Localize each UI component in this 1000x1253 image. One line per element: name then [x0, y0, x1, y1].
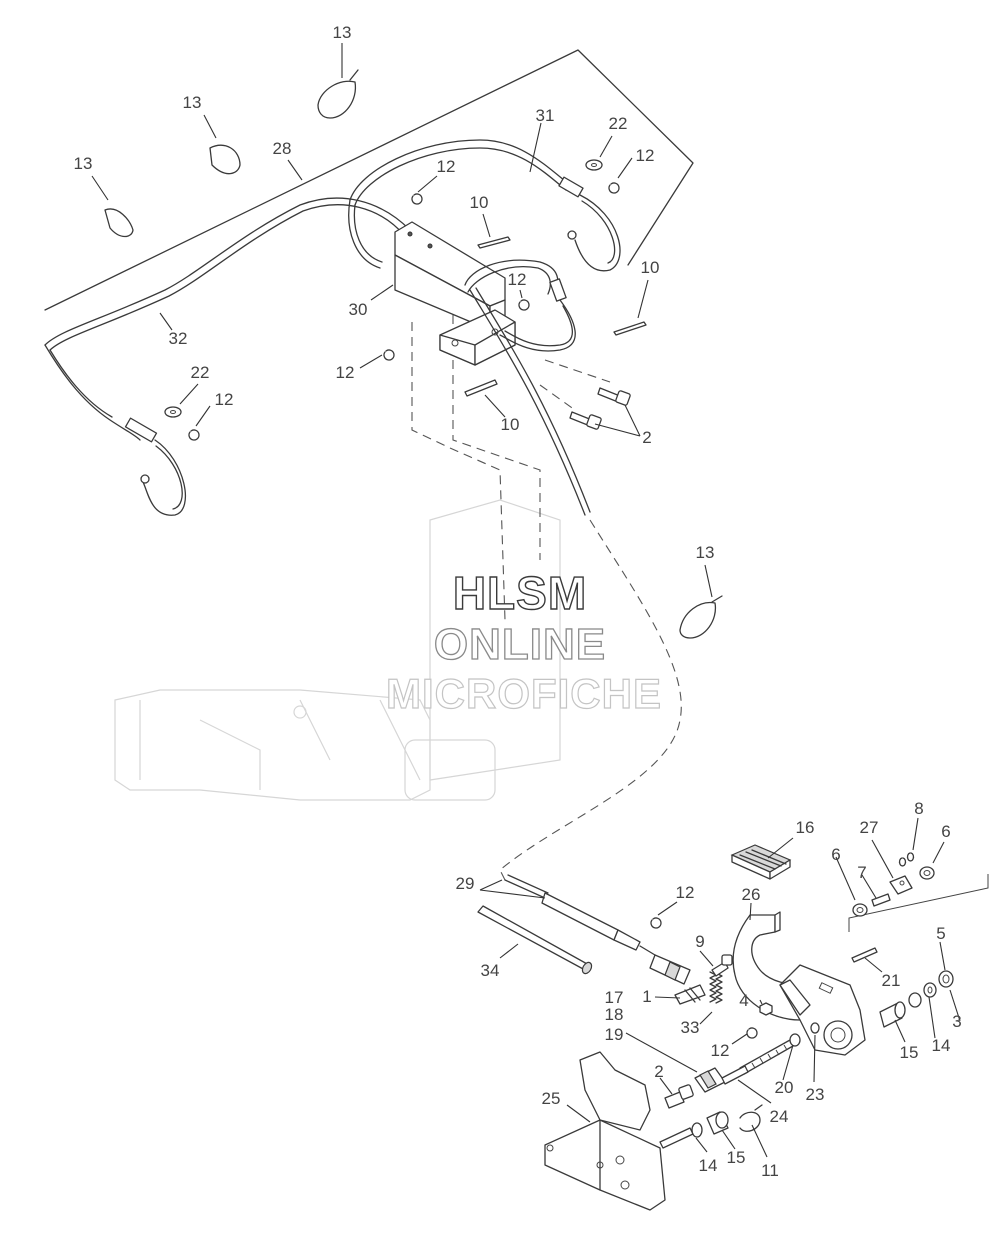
watermark-line-1: HLSM — [453, 567, 587, 619]
cable-29-lower — [504, 874, 691, 985]
callout-20: 20 — [775, 1078, 794, 1097]
leader-lines — [91, 43, 961, 1158]
callout-26: 26 — [742, 885, 761, 904]
callout-33: 33 — [681, 1018, 700, 1037]
callout-34: 34 — [481, 961, 500, 980]
upper-right-hardware — [852, 852, 935, 917]
callout-6: 6 — [941, 822, 950, 841]
callout-16: 16 — [796, 818, 815, 837]
callout-10: 10 — [470, 193, 489, 212]
callout-30: 30 — [349, 300, 368, 319]
callout-8: 8 — [914, 799, 923, 818]
callout-15: 15 — [727, 1148, 746, 1167]
watermark-line-3: MICROFICHE — [386, 670, 662, 717]
cable-assembly-31 — [348, 139, 621, 272]
callout-4: 4 — [739, 991, 748, 1010]
watermark: HLSM ONLINE MICROFICHE — [385, 566, 662, 717]
callout-12: 12 — [676, 883, 695, 902]
callout-12: 12 — [636, 146, 655, 165]
callout-13: 13 — [74, 154, 93, 173]
callout-21: 21 — [882, 971, 901, 990]
callout-13: 13 — [696, 543, 715, 562]
callout-31: 31 — [536, 106, 555, 125]
callout-19: 19 — [605, 1025, 624, 1044]
lower-pivot-hardware — [659, 1104, 763, 1149]
mount-bracket — [439, 309, 516, 366]
adjuster-knob-19 — [694, 1065, 749, 1093]
callout-14: 14 — [932, 1036, 951, 1055]
callout-15: 15 — [900, 1043, 919, 1062]
callout-1: 1 — [642, 987, 651, 1006]
cable-loop-upper — [464, 259, 576, 352]
bolt-2-lower — [664, 1084, 694, 1109]
base-bracket-25 — [544, 1051, 666, 1211]
callout-3: 3 — [952, 1012, 961, 1031]
callout-13: 13 — [183, 93, 202, 112]
callout-23: 23 — [806, 1085, 825, 1104]
nut-4 — [759, 1002, 773, 1016]
callout-22: 22 — [609, 114, 628, 133]
bolts-2-upper — [569, 387, 631, 430]
callout-10: 10 — [641, 258, 660, 277]
callout-12: 12 — [711, 1041, 730, 1060]
callout-27: 27 — [860, 818, 879, 837]
washers-22 — [164, 159, 603, 418]
cable-ties-13 — [104, 69, 723, 639]
callout-2: 2 — [654, 1062, 663, 1081]
callout-14: 14 — [699, 1156, 718, 1175]
callout-6: 6 — [831, 845, 840, 864]
callout-13: 13 — [333, 23, 352, 42]
callout-24: 24 — [770, 1107, 789, 1126]
callout-29: 29 — [456, 874, 475, 893]
callout-28: 28 — [273, 139, 292, 158]
callout-32: 32 — [169, 329, 188, 348]
assembly-boundary-lines — [44, 49, 989, 932]
clevis-pin-1 — [674, 984, 706, 1005]
callout-10: 10 — [501, 415, 520, 434]
routing-dashed-lines — [411, 315, 682, 881]
callout-9: 9 — [695, 932, 704, 951]
callout-12: 12 — [215, 390, 234, 409]
callout-25: 25 — [542, 1089, 561, 1108]
e-clips-12 — [188, 182, 758, 1039]
brake-pedal-16 — [730, 844, 792, 880]
ghost-frame-outline — [114, 499, 561, 801]
pivot-bracket-23 — [779, 964, 866, 1056]
long-cable-29 — [469, 287, 591, 516]
callout-12: 12 — [336, 363, 355, 382]
pin-21 — [851, 947, 878, 963]
bushings-right — [879, 970, 954, 1028]
callout-18: 18 — [605, 1005, 624, 1024]
callout-17: 17 — [605, 988, 624, 1007]
callout-11: 11 — [761, 1161, 779, 1180]
callout-5: 5 — [936, 924, 945, 943]
callout-22: 22 — [191, 363, 210, 382]
callout-12: 12 — [508, 270, 527, 289]
callout-12: 12 — [437, 157, 456, 176]
callout-7: 7 — [857, 863, 866, 882]
bolt-9 — [711, 954, 733, 977]
cotter-pins-10 — [464, 236, 647, 397]
spring-33 — [709, 971, 723, 1004]
callout-2: 2 — [642, 428, 651, 447]
rod-34 — [477, 905, 593, 975]
watermark-line-2: ONLINE — [434, 620, 606, 669]
callout-labels: 13 13 13 28 31 22 12 12 10 10 12 30 32 1… — [74, 23, 962, 1180]
